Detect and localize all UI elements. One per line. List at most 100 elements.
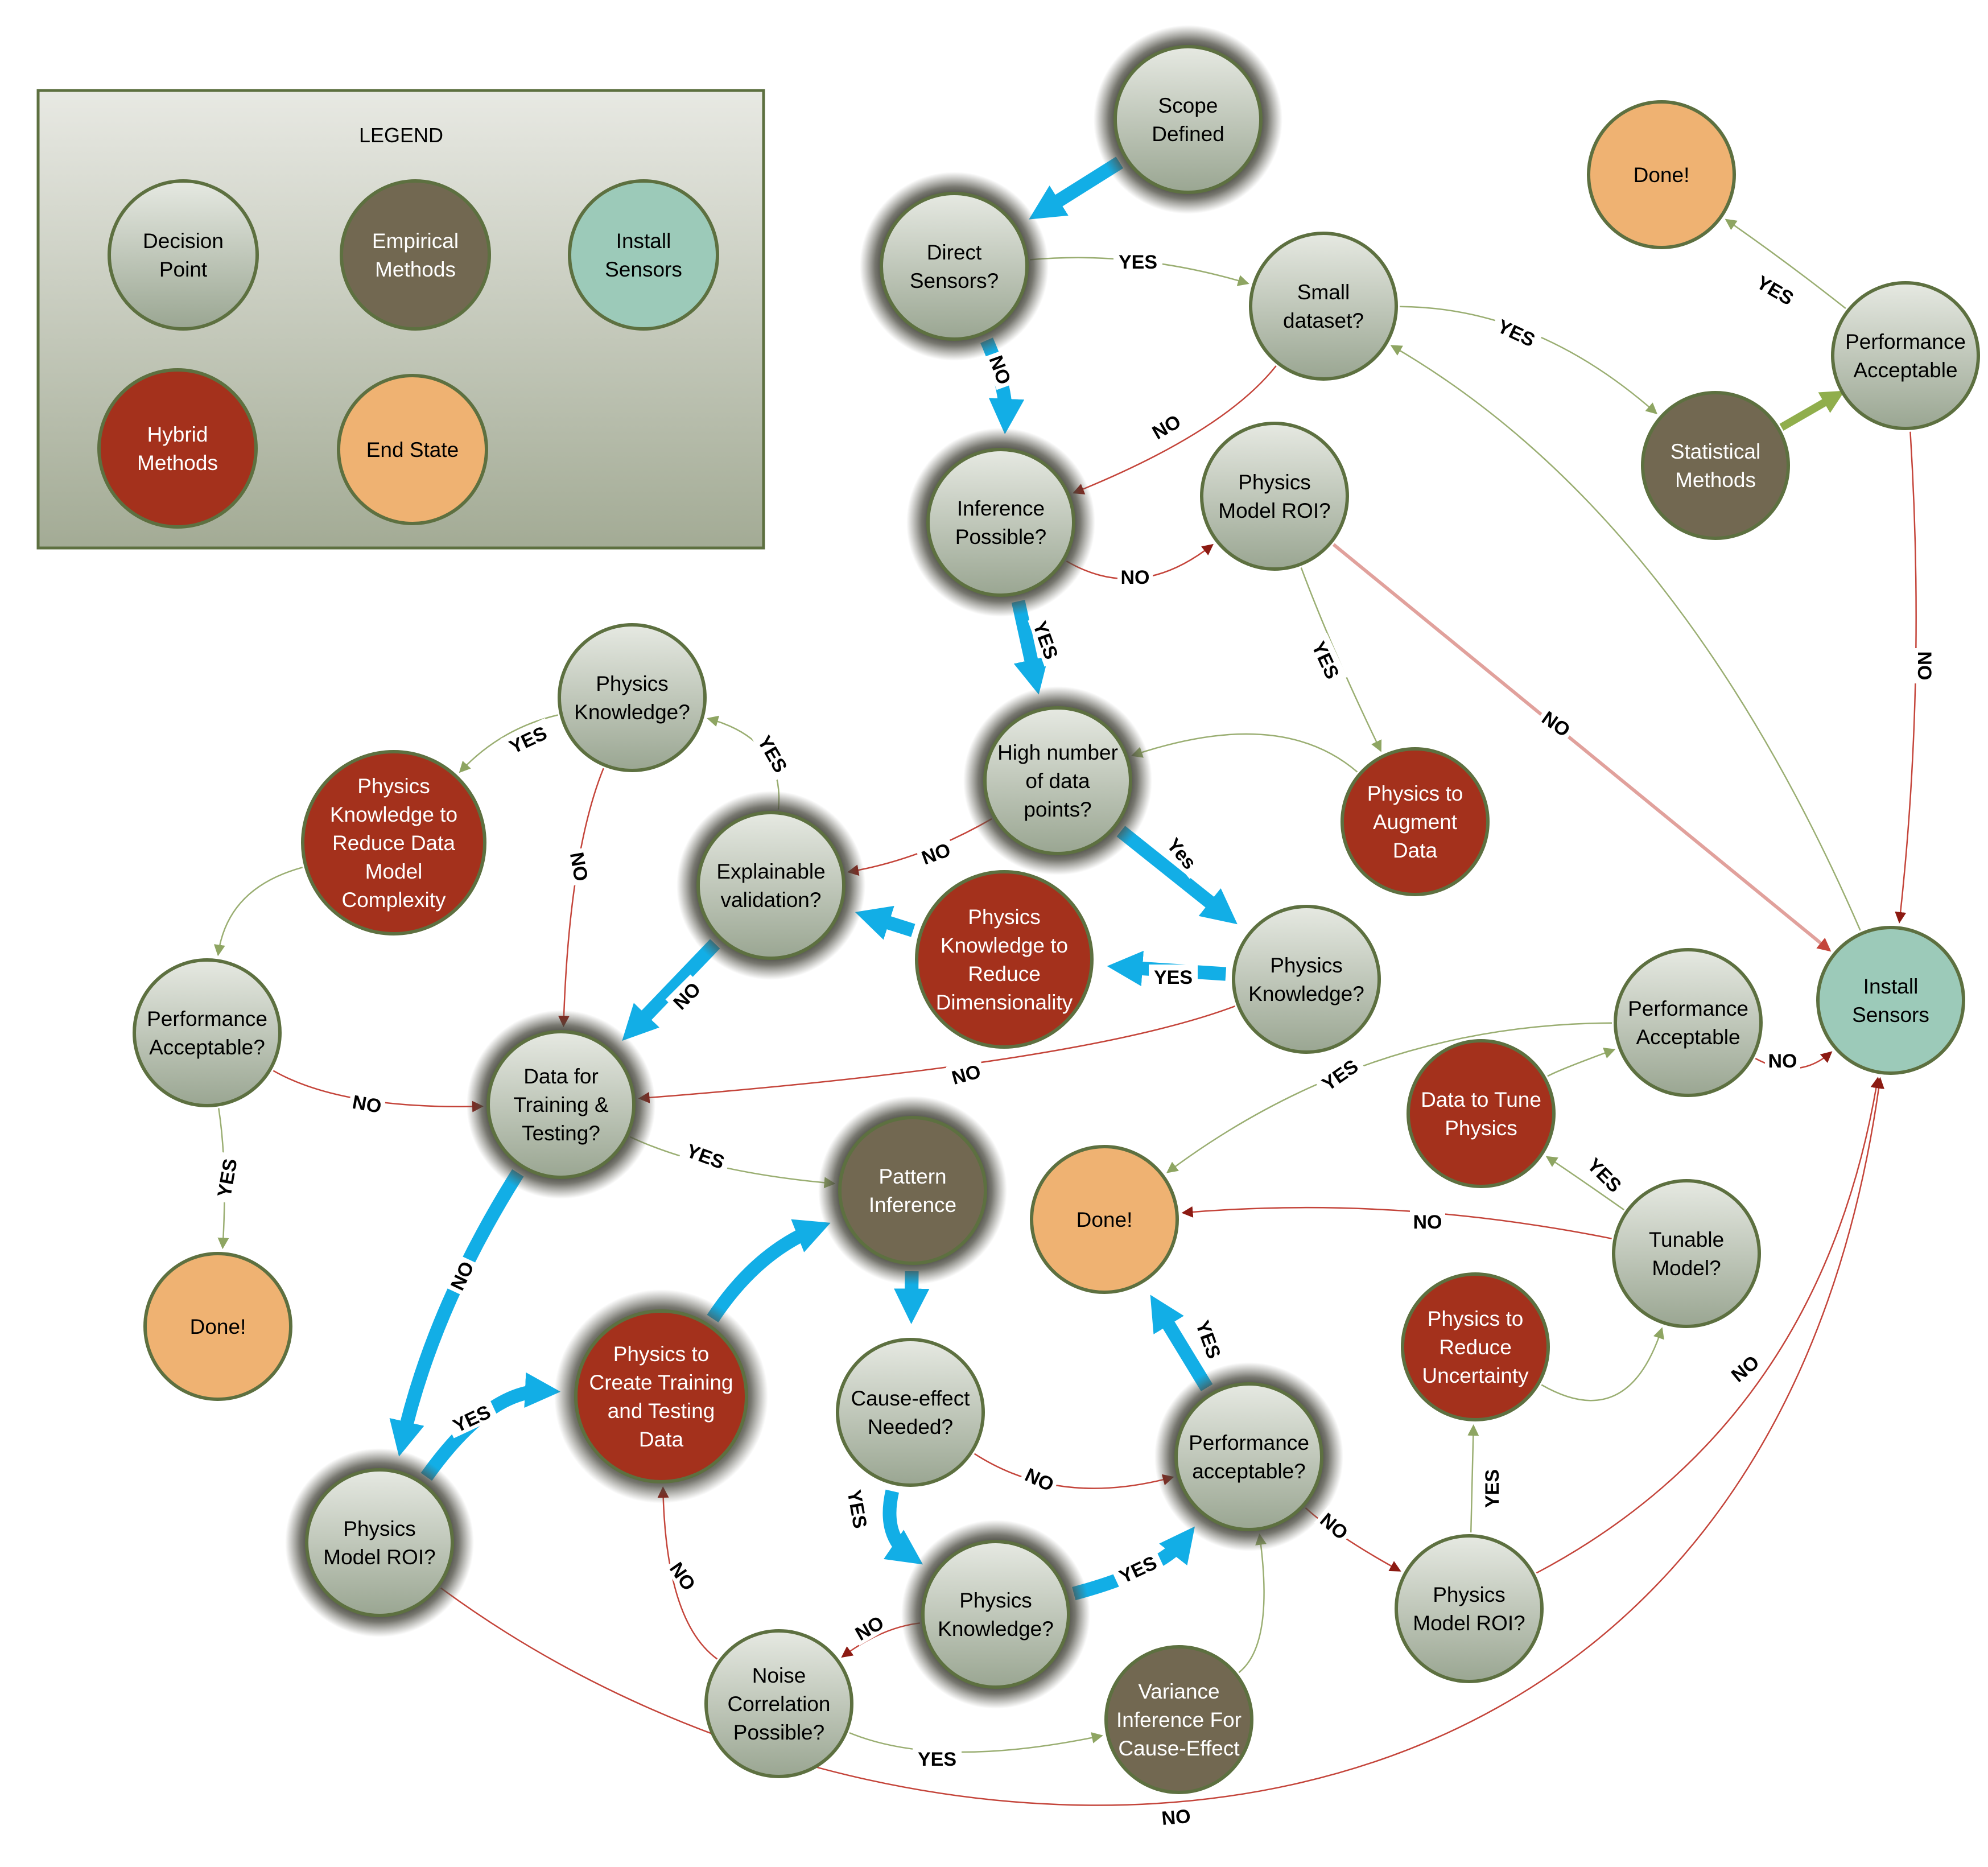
edge-label-bg bbox=[664, 1554, 703, 1597]
node-label-line: Model ROI? bbox=[323, 1545, 435, 1569]
edge-label-cause-to-physk_bottom: YES bbox=[843, 1482, 875, 1535]
edge-high-to-physk_right bbox=[1116, 826, 1238, 925]
node-label-line: Methods bbox=[1675, 468, 1756, 492]
node-label-line: Decision bbox=[143, 229, 224, 253]
edge-label-text: YES bbox=[1482, 1469, 1503, 1508]
node-label-line: Physics bbox=[1433, 1583, 1505, 1606]
edge-label-bg bbox=[1579, 1149, 1631, 1200]
edge-label-bg bbox=[984, 349, 1018, 390]
edge-datatt-to-physroi_bl bbox=[389, 1169, 524, 1457]
node-circle bbox=[704, 1629, 853, 1778]
node-circle bbox=[1395, 1534, 1544, 1683]
node-label-line: Install bbox=[616, 229, 671, 253]
edge-label-bg bbox=[665, 974, 707, 1016]
node-label-line: Statistical bbox=[1671, 440, 1760, 463]
nodes-layer: ScopeDefinedDirectSensors?Smalldataset?S… bbox=[133, 25, 1980, 1794]
node-label-line: High number bbox=[997, 741, 1118, 764]
edge-label-bg bbox=[1313, 1050, 1366, 1098]
node-done1: Done! bbox=[1587, 100, 1736, 249]
node-label-line: Methods bbox=[375, 258, 456, 281]
node-circle bbox=[1232, 905, 1381, 1054]
edge-label-text: NO bbox=[1768, 1050, 1797, 1072]
node-circle bbox=[1104, 1645, 1253, 1794]
node-label-line: Correlation bbox=[728, 1692, 831, 1716]
edge-label-perf_left-to-done_left: YES bbox=[210, 1151, 242, 1204]
edge-label-physroi_br-to-uncert: YES bbox=[1479, 1464, 1503, 1513]
node-label-line: Physics bbox=[968, 905, 1040, 929]
edge-label-physk_right-to-datatt: NO bbox=[946, 1057, 986, 1089]
edge-label-text: YES bbox=[1154, 967, 1193, 988]
node-circle bbox=[880, 192, 1029, 341]
node-label-line: Knowledge? bbox=[1248, 982, 1364, 1005]
edge-label-bg bbox=[443, 1254, 479, 1296]
edge-label-bg bbox=[1145, 407, 1187, 445]
edges-layer bbox=[213, 156, 1917, 1806]
node-label-line: Done! bbox=[190, 1315, 246, 1338]
edge-label-text: YES bbox=[1119, 252, 1157, 273]
edge-label-bg bbox=[751, 726, 796, 781]
node-label-line: Small bbox=[1297, 281, 1350, 304]
edge-label-bg bbox=[444, 1396, 498, 1439]
edge-label-bg bbox=[1117, 564, 1153, 587]
edge-reduce_complexity-to-perf_left bbox=[213, 867, 303, 957]
edge-label-physk_bottom-to-perf_mid: YES bbox=[1110, 1547, 1165, 1589]
edge-perf1-to-done1 bbox=[1725, 219, 1846, 309]
node-circle bbox=[1030, 1145, 1179, 1294]
edge-label-bg bbox=[1536, 703, 1578, 743]
node-label-line: Uncertainty bbox=[1422, 1364, 1529, 1387]
node-circle bbox=[486, 1030, 636, 1179]
node-done_mid: Done! bbox=[1030, 1145, 1179, 1294]
node-circle bbox=[983, 706, 1132, 855]
node-circle bbox=[1174, 1382, 1323, 1531]
node-label-line: Reduce Data bbox=[332, 831, 455, 855]
node-circle bbox=[836, 1338, 985, 1487]
edge-install-to-small bbox=[1390, 345, 1861, 931]
node-label-line: Reduce bbox=[968, 962, 1041, 986]
edge-label-physk_bottom-to-noise: NO bbox=[848, 1608, 890, 1646]
edge-label-bg bbox=[1190, 1312, 1229, 1366]
node-label-line: Inference For bbox=[1116, 1708, 1242, 1732]
edge-label-physk_left-to-datatt: NO bbox=[566, 847, 595, 886]
node-circle bbox=[1401, 1272, 1550, 1421]
node-label-line: Performance bbox=[1845, 330, 1966, 353]
edge-label-bg bbox=[915, 835, 956, 869]
edge-label-cause-to-perf_mid: NO bbox=[1019, 1460, 1061, 1497]
node-label-line: Variance bbox=[1138, 1680, 1219, 1703]
edge-label-physroi1-to-augment: YES bbox=[1306, 632, 1348, 687]
edge-label-physroi_br-to-install: NO bbox=[1723, 1347, 1766, 1388]
node-label-line: points? bbox=[1024, 798, 1091, 821]
node-label-line: Complexity bbox=[342, 888, 446, 912]
node-label-line: Point bbox=[159, 258, 208, 281]
legend-item-end: End State bbox=[337, 374, 488, 525]
node-label-line: Physics bbox=[596, 672, 668, 695]
node-label-line: dataset? bbox=[1283, 309, 1364, 332]
node-label-line: Cause-effect bbox=[851, 1387, 970, 1410]
node-label-line: Data bbox=[1393, 839, 1438, 862]
node-label-line: Needed? bbox=[868, 1415, 953, 1439]
node-label-line: Possible? bbox=[955, 525, 1046, 549]
node-label-line: Create Training bbox=[589, 1371, 733, 1394]
node-circle bbox=[301, 750, 486, 935]
node-circle bbox=[1816, 926, 1965, 1075]
node-label-line: Pattern bbox=[878, 1165, 946, 1188]
node-label-line: Performance bbox=[1189, 1431, 1309, 1454]
edge-label-perf1-to-install: NO bbox=[1913, 648, 1937, 683]
edge-physroi_br-to-install bbox=[1536, 1077, 1882, 1574]
edge-label-text: YES bbox=[1191, 1318, 1225, 1362]
edge-tunable-to-tune bbox=[1545, 1156, 1624, 1211]
node-circle bbox=[97, 368, 258, 529]
node-label-line: Data for bbox=[523, 1065, 599, 1088]
edge-tune-to-perf_right bbox=[1547, 1048, 1616, 1077]
node-label-line: Knowledge to bbox=[941, 934, 1068, 957]
